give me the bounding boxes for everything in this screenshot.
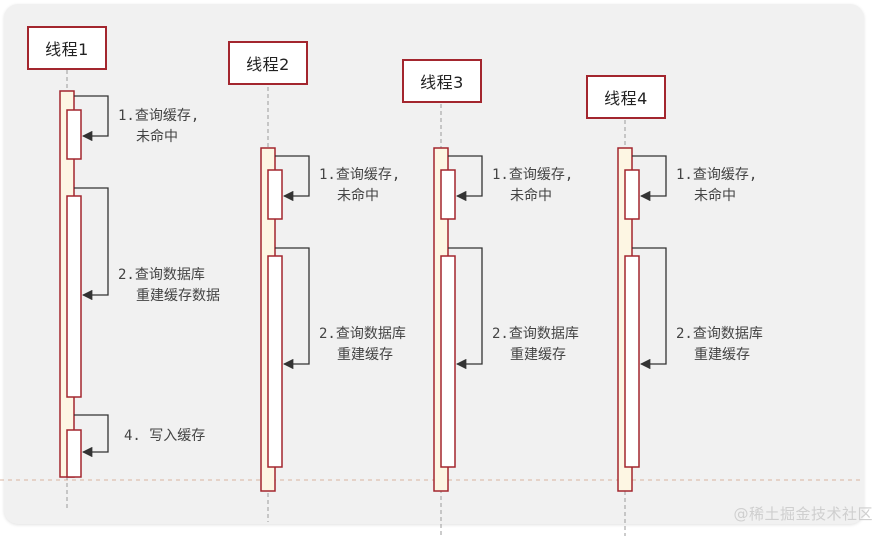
note-line: 1.查询缓存,	[676, 167, 758, 183]
note-line: 2.查询数据库	[492, 326, 579, 342]
note-write-cache-1: 4. 写入缓存	[124, 426, 205, 447]
note-line: 4. 写入缓存	[124, 428, 206, 444]
note-line: 未命中	[510, 188, 552, 204]
arrow-query-cache-3	[448, 155, 483, 202]
note-line: 2.查询数据库	[319, 326, 406, 342]
note-query-db-2: 2.查询数据库 重建缓存	[319, 324, 406, 366]
note-line: 1.查询缓存,	[319, 167, 401, 183]
thread-2-box: 线程2	[228, 41, 308, 85]
note-line: 2.查询数据库	[676, 326, 763, 342]
activation-write-cache-1	[66, 429, 82, 478]
note-query-cache-1: 1.查询缓存, 未命中	[118, 106, 199, 148]
arrow-query-db-3	[448, 247, 483, 370]
note-line: 重建缓存	[510, 347, 566, 363]
arrow-query-cache-1	[74, 95, 109, 142]
activation-query-cache-4	[624, 169, 640, 220]
note-line: 未命中	[136, 129, 178, 145]
activation-query-db-2	[267, 255, 283, 468]
note-line: 1.查询缓存,	[118, 108, 200, 124]
activation-query-db-3	[440, 255, 456, 468]
arrow-write-cache-1	[74, 414, 109, 458]
arrow-query-db-4	[632, 247, 667, 370]
note-line: 未命中	[337, 188, 379, 204]
arrow-query-db-2	[275, 247, 310, 370]
note-query-db-1: 2.查询数据库 重建缓存数据	[118, 265, 220, 307]
note-query-cache-2: 1.查询缓存, 未命中	[319, 165, 400, 207]
thread-3-box: 线程3	[402, 59, 482, 103]
thread-1-box: 线程1	[27, 26, 107, 70]
note-line: 2.查询数据库	[118, 267, 205, 283]
note-line: 1.查询缓存,	[492, 167, 574, 183]
arrow-query-db-1	[74, 187, 109, 301]
arrow-query-cache-4	[632, 155, 667, 202]
note-line: 重建缓存数据	[136, 288, 220, 304]
note-query-cache-4: 1.查询缓存, 未命中	[676, 165, 757, 207]
activation-query-cache-2	[267, 169, 283, 220]
activation-query-cache-1	[66, 109, 82, 160]
arrow-query-cache-2	[275, 155, 310, 202]
note-line: 重建缓存	[694, 347, 750, 363]
note-line: 重建缓存	[337, 347, 393, 363]
activation-query-cache-3	[440, 169, 456, 220]
thread-4-box: 线程4	[586, 75, 666, 119]
watermark: @稀土掘金技术社区	[733, 505, 873, 523]
note-query-db-4: 2.查询数据库 重建缓存	[676, 324, 763, 366]
note-query-db-3: 2.查询数据库 重建缓存	[492, 324, 579, 366]
note-query-cache-3: 1.查询缓存, 未命中	[492, 165, 573, 207]
activation-query-db-4	[624, 255, 640, 468]
activation-query-db-1	[66, 195, 82, 398]
note-line: 未命中	[694, 188, 736, 204]
